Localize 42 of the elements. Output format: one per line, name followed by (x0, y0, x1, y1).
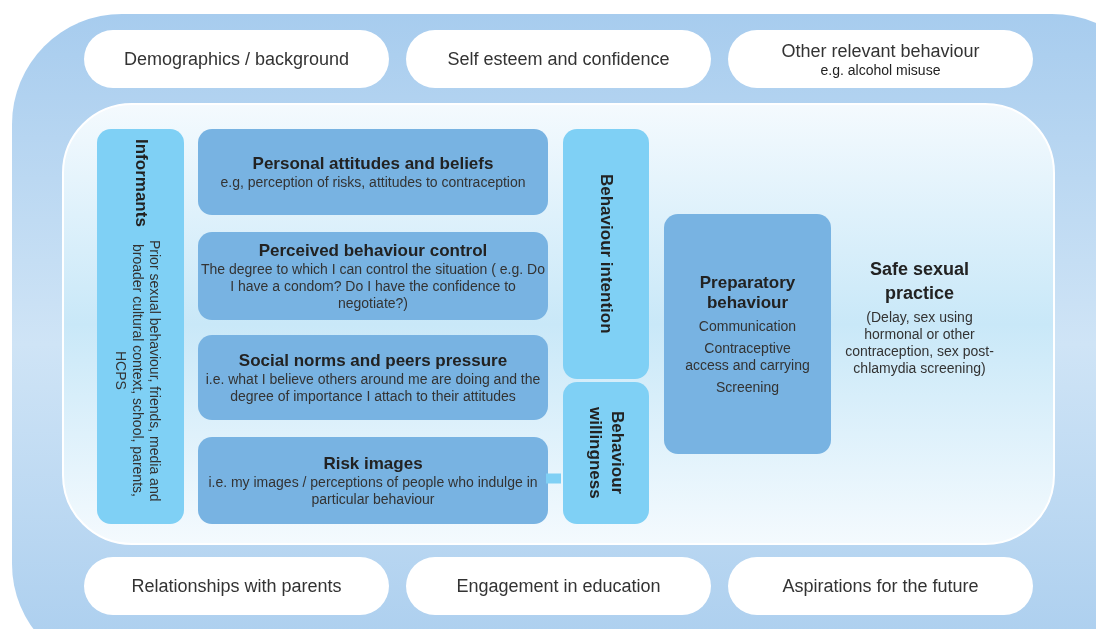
body-text: Contraceptive access and carrying (684, 339, 811, 374)
outer-band (12, 14, 1096, 629)
body-text: i.e. my images / perceptions of people who indulge in particular behaviour (207, 473, 539, 508)
factor-pill (406, 30, 711, 88)
example-text: e.g. alcohol misuse (820, 61, 941, 78)
heading-text: Risk images (323, 453, 423, 474)
factor-label: Self esteem and confidence (447, 48, 670, 70)
connector-bar (546, 473, 561, 484)
heading-text: Social norms and peers pressure (238, 350, 508, 371)
factor-label: Demographics / background (123, 48, 350, 70)
body-text: Communication (698, 317, 797, 335)
factor-label: Relationships with parents (131, 575, 342, 597)
factor-box (563, 129, 649, 379)
factor-box (198, 232, 548, 320)
heading-text: Informants (130, 139, 151, 227)
heading-text: Perceived behaviour control (258, 240, 488, 261)
heading-text: Behaviour willingness (585, 406, 628, 501)
factor-pill (84, 30, 389, 88)
factor-box (664, 214, 831, 454)
body-text: e.g, perception of risks, attitudes to contraception (220, 173, 526, 191)
factor-pill (84, 557, 389, 615)
factor-box (97, 129, 184, 524)
heading-text: Personal attitudes and beliefs (252, 153, 494, 174)
factor-box (563, 382, 649, 524)
outcome-heading: Safe sexual practice (868, 258, 971, 305)
factor-label: Other relevant behaviour (781, 40, 980, 62)
outcome-text: (Delay, sex using hormonal or other contraception, sex post-chlamydia screening) (844, 309, 995, 377)
heading-text: Behaviour intention (596, 174, 617, 334)
factor-label: Aspirations for the future (782, 575, 979, 597)
factor-box (198, 335, 548, 420)
factor-pill (728, 557, 1033, 615)
factor-label: Engagement in education (456, 575, 661, 597)
body-text: The degree to which I can control the situation ( e.g. Do I have a condom? Do I have the confidence to negotiate?) (200, 260, 546, 312)
factor-pill (728, 30, 1033, 88)
heading-text: Preparatory behaviour (698, 272, 797, 313)
body-text: Prior sexual behaviour, friends, media and broader cultural context, school, parents, HCPS (112, 238, 163, 504)
inner-panel (62, 103, 1055, 545)
factor-pill (406, 557, 711, 615)
factor-box (198, 129, 548, 215)
body-text: i.e. what I believe others around me are doing and the degree of importance I attach to their attitudes (204, 370, 542, 405)
factor-box (198, 437, 548, 524)
body-text: Screening (715, 378, 779, 396)
